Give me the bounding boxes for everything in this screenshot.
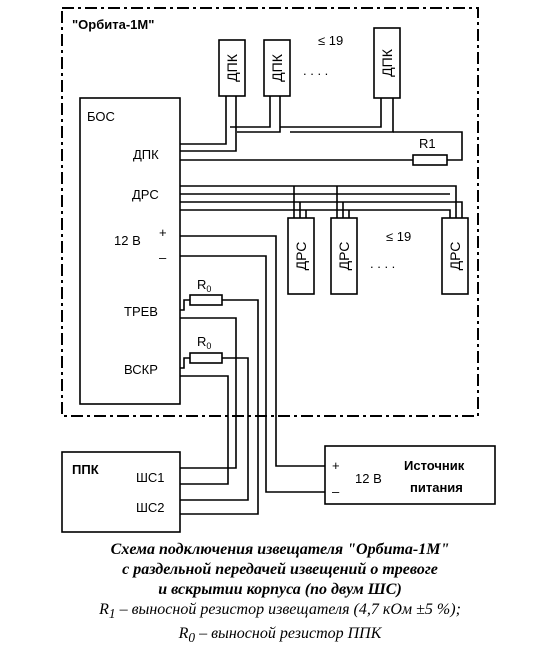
drs-sensor-1: ДРС (287, 217, 315, 295)
bos-pin-drs: ДРС (132, 187, 159, 202)
alarm-loop-wiring (180, 299, 259, 515)
dpk-dots: . . . . (303, 63, 328, 78)
drs-sensor-n: ДРС (441, 217, 469, 295)
dpk-sensor-n: ДПК (373, 27, 401, 99)
power-title-2: питания (410, 480, 463, 495)
bos-pin-minus: – (159, 250, 167, 265)
r1-resistor (412, 154, 448, 166)
svg-text:ДРС: ДРС (336, 242, 352, 271)
svg-text:ДПК: ДПК (224, 53, 240, 82)
svg-text:ДПК: ДПК (269, 53, 285, 82)
power-minus: – (332, 484, 340, 499)
drs-sensor-2: ДРС (330, 217, 358, 295)
dpk-count: ≤ 19 (318, 33, 343, 48)
r0-label-vskr: R0 (197, 334, 211, 351)
bos-pin-dpk: ДПК (133, 147, 159, 162)
drs-count: ≤ 19 (386, 229, 411, 244)
caption-note-r0: R0 – выносной резистор ППК (178, 625, 382, 646)
drs-bus-wiring (180, 185, 463, 218)
ppk-sh2: ШС2 (136, 500, 165, 515)
svg-text:ДПК: ДПК (379, 48, 395, 77)
power-title-1: Источник (404, 458, 465, 473)
power-supply-block (324, 445, 496, 505)
ppk-block (61, 451, 181, 533)
bos-pin-vskr: ВСКР (124, 362, 158, 377)
r1-label: R1 (419, 136, 436, 151)
svg-text:ДРС: ДРС (293, 242, 309, 271)
power-voltage: 12 В (355, 471, 382, 486)
dpk-loop-wiring (180, 96, 463, 161)
power-plus: + (332, 458, 340, 473)
caption-line-3: и вскрытии корпуса (по двум ШС) (158, 581, 402, 598)
bos-label: БОС (87, 109, 115, 124)
r0-resistor-vskr (189, 352, 223, 364)
figure-caption: Схема подключения извещателя "Орбита-1М"… (0, 540, 560, 648)
power-wiring (180, 235, 325, 493)
detector-enclosure (61, 7, 479, 417)
ppk-title: ППК (72, 462, 99, 477)
r0-resistor-trev (189, 294, 223, 306)
bos-block (79, 97, 181, 405)
caption-line-2: с раздельной передачей извещений о трево… (122, 561, 438, 578)
caption-line-1: Схема подключения извещателя "Орбита-1М" (110, 541, 450, 558)
caption-note-r1: R1 – выносной резистор извещателя (4,7 к… (99, 601, 461, 622)
bos-pin-plus: + (159, 225, 167, 240)
svg-text:ДРС: ДРС (447, 242, 463, 271)
dpk-sensor-1: ДПК (218, 39, 246, 97)
ppk-sh1: ШС1 (136, 470, 165, 485)
bos-pin-trev: ТРЕВ (124, 304, 158, 319)
drs-dots: . . . . (370, 256, 395, 271)
r0-label-trev: R0 (197, 277, 211, 294)
dpk-sensor-2: ДПК (263, 39, 291, 97)
bos-pin-12v: 12 В (114, 233, 141, 248)
device-title: "Орбита-1М" (72, 17, 154, 32)
